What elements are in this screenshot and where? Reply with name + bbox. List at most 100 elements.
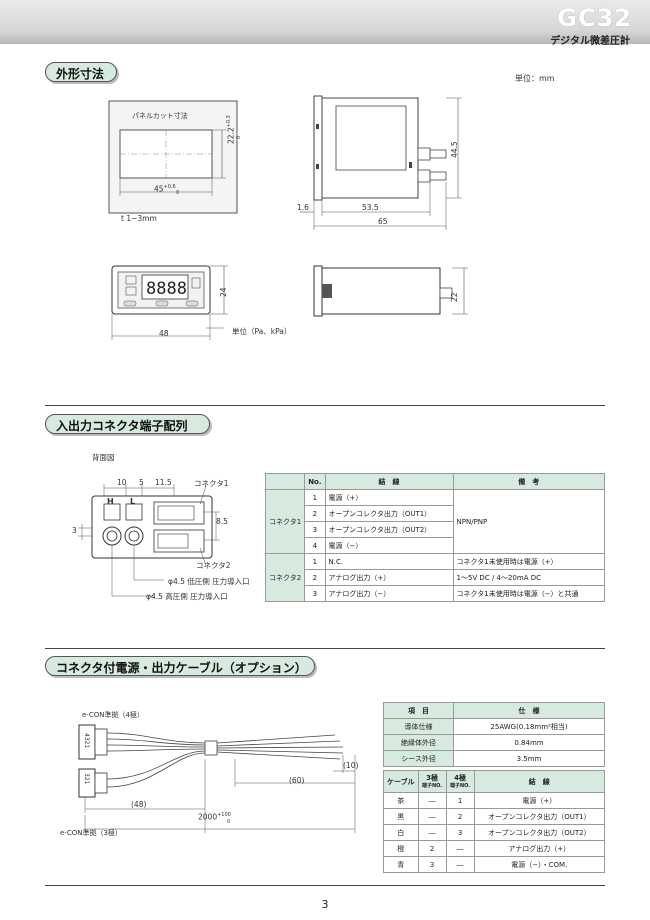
table-row: 3 アナログ出力（−） コネクタ1未使用時は電源（−）と共通 [266,585,606,602]
dim-48: 48 [159,329,169,338]
table-row: シース外径 3.5mm [383,750,605,767]
header-band [0,0,650,30]
dim-cable-48: (48) [131,800,147,809]
wire-header-3pin: 3極端子NO. [417,770,447,793]
table-row: 絶縁体外径 0.84mm [383,734,605,751]
dim-222-tol: +0.3 [226,115,232,128]
dim-45-tol-lower: 0 [176,190,180,196]
cell-4pin: ― [445,856,475,873]
model-name: GC32 [557,4,632,32]
divider-1 [45,405,605,406]
port-l-letter: L [130,497,136,506]
cell-3pin: 3 [417,856,447,873]
product-subtitle: デジタル微差圧計 [550,36,630,47]
dim-45: 45+0.6 [154,184,176,194]
side-view-small-svg [313,265,468,317]
cell-no: 2 [304,569,326,586]
cell-wiring: アナログ出力（+） [473,840,606,857]
wire-header-4pin-label: 4極 [454,773,467,782]
cell-color: 茶 [383,792,419,809]
panel-cut-label: パネルカット寸法 [132,112,188,120]
cable-wire-table: ケーブル 3極端子NO. 4極端子NO. 結 線 茶 ― 1 電源（+） 黒 ―… [383,770,606,873]
divider-footer [45,885,605,886]
table-header-no: No. [304,473,326,490]
dim-222-tol-lower: 0 [236,135,242,139]
cell-no: 3 [304,585,326,602]
dim-222-value: 22.2 [226,127,236,144]
cell-no: 3 [304,521,326,538]
cell-wiring: 電源（−）・COM. [473,856,606,873]
dim-44-5: 44.5 [450,141,459,158]
dim-65: 65 [378,217,388,226]
dim-53-5: 53.5 [362,203,379,212]
cell-note: 1〜5V DC / 4〜20mA DC [452,569,606,586]
dim-22: 22 [450,292,459,302]
wire-header-3pin-label: 3極 [426,773,439,782]
header-subband [0,30,650,44]
dim-5: 5 [139,478,144,487]
cell-wire: オープンコレクタ出力（OUT2） [324,521,454,538]
page-number: 3 [321,898,329,911]
table-row: 青 3 ― 電源（−）・COM. [383,856,606,873]
cell-spec: 0.84mm [453,734,605,751]
cell-spec: 3.5mm [453,750,605,767]
dim-cable-2000-tol: +100 [217,812,231,818]
cell-note: NPN/PNP [452,489,606,554]
unit-pa-kpa-label: 単位（Pa、kPa） [232,327,292,336]
unit-label: 単位：mm [515,74,555,83]
cell-wire: アナログ出力（+） [324,569,454,586]
cell-no: 1 [304,489,326,506]
section-title-dimensions: 外形寸法 [45,62,117,82]
spec-header-spec: 仕 様 [453,702,605,719]
wire-header-wiring: 結 線 [473,770,606,793]
cell-color: 黒 [383,808,419,825]
panel-thickness: t 1~3mm [121,214,157,223]
wire-header-cable: ケーブル [383,770,419,793]
table-header-wiring: 結 線 [324,473,454,490]
cell-note: コネクタ1未使用時は電源（+） [452,553,606,570]
connector-pin-table: No. 結 線 備 考 コネクタ1 1 電源（+） NPN/PNP 2 オープン… [264,473,606,602]
cell-wire: アナログ出力（−） [324,585,454,602]
dim-222: 22.2+0.3 [226,115,236,144]
cell-item: シース外径 [383,750,454,767]
table-row: コネクタ2 1 N.C. コネクタ1未使用時は電源（+） [264,553,606,602]
dim-10: 10 [117,478,127,487]
cell-4pin: 2 [445,808,475,825]
dim-cable-2000: 2000+100 [198,812,231,822]
dim-8-5: 8.5 [216,517,228,526]
cell-3pin: ― [417,824,447,841]
cell-wiring: 電源（+） [473,792,606,809]
high-pressure-port-label: φ4.5 高圧側 圧力導入口 [146,592,228,601]
pins-4: 4321 [83,733,90,749]
cell-wiring: オープンコレクタ出力（OUT2） [473,824,606,841]
display-digits: 8888 [146,279,187,299]
cell-wire: オープンコレクタ出力（OUT1） [324,505,454,522]
cell-wire: 電源（+） [324,489,454,506]
front-view-svg: 8888 [111,265,228,340]
cable-spec-table: 項 目 仕 様 導体仕様 25AWG(0.18mm²相当) 絶縁体外径 0.84… [383,702,605,767]
wire-header-4pin-sub: 端子NO. [449,782,471,789]
econ-3pin-label: e-CON準拠（3極） [60,829,122,837]
cell-3pin: ― [417,792,447,809]
cable-svg [78,724,356,833]
cell-spec: 25AWG(0.18mm²相当) [453,718,605,735]
cell-no: 4 [304,537,326,554]
table-row: 2 アナログ出力（+） 1〜5V DC / 4〜20mA DC [266,569,606,586]
table-row: 茶 ― 1 電源（+） [383,792,606,809]
dim-45-value: 45 [154,184,164,194]
dim-3: 3 [72,526,77,535]
spec-header-item: 項 目 [383,702,454,719]
cell-wire: 電源（−） [324,537,454,554]
wire-header-4pin: 4極端子NO. [445,770,475,793]
cell-3pin: 2 [417,840,447,857]
dim-cable-2000-value: 2000 [198,812,218,822]
table-row: 白 ― 3 オープンコレクタ出力（OUT2） [383,824,606,841]
dim-45-tol: +0.6 [163,184,176,190]
cell-4pin: ― [445,840,475,857]
rear-view-svg [78,484,220,597]
table-header-blank [264,473,306,490]
cell-note: コネクタ1未使用時は電源（−）と共通 [452,585,606,602]
cell-4pin: 1 [445,792,475,809]
cell-item: 絶縁体外径 [383,734,454,751]
cell-wiring: オープンコレクタ出力（OUT1） [473,808,606,825]
